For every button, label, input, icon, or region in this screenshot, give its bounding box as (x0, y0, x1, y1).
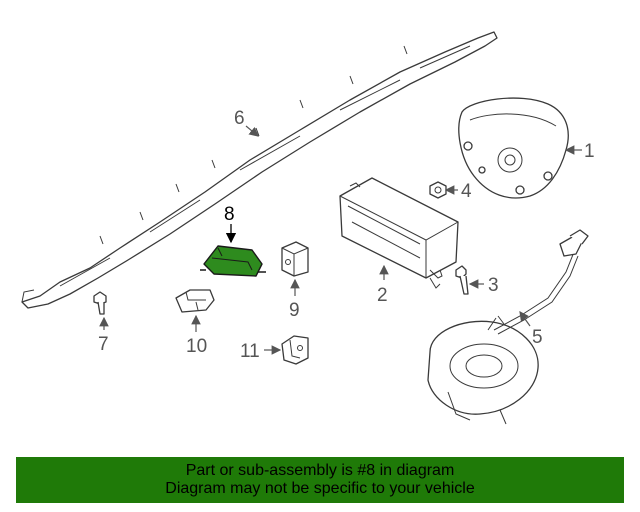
callout-11: 11 (240, 341, 260, 362)
info-banner: Part or sub-assembly is #8 in diagram Di… (16, 457, 624, 503)
side-sensor-part-10 (175, 289, 215, 313)
sensor-part-9 (281, 241, 309, 277)
parts-diagram: 1 2 3 4 5 6 7 8 9 10 11 (21, 31, 595, 425)
callout-4: 4 (461, 181, 472, 202)
nut-part-4 (429, 181, 447, 199)
clock-spring-part-5 (427, 229, 589, 425)
banner-line-2: Diagram may not be specific to your vehi… (165, 480, 475, 497)
passenger-airbag-part-2 (339, 177, 459, 289)
callout-7: 7 (98, 334, 109, 355)
callout-2: 2 (377, 285, 388, 306)
callout-5: 5 (532, 327, 543, 348)
sensor-part-11 (281, 335, 309, 365)
callout-1: 1 (584, 141, 595, 162)
driver-airbag-part-1 (458, 97, 569, 199)
callout-3: 3 (488, 275, 499, 296)
callout-9: 9 (289, 300, 300, 321)
bolt-part-7 (93, 291, 107, 315)
bolt-part-3 (455, 265, 469, 295)
callout-8: 8 (224, 204, 235, 225)
callout-10: 10 (186, 336, 207, 357)
leader-lines (99, 125, 582, 355)
srs-control-module-part-8 (200, 245, 266, 277)
callout-6: 6 (234, 108, 245, 129)
banner-line-1: Part or sub-assembly is #8 in diagram (185, 462, 455, 479)
